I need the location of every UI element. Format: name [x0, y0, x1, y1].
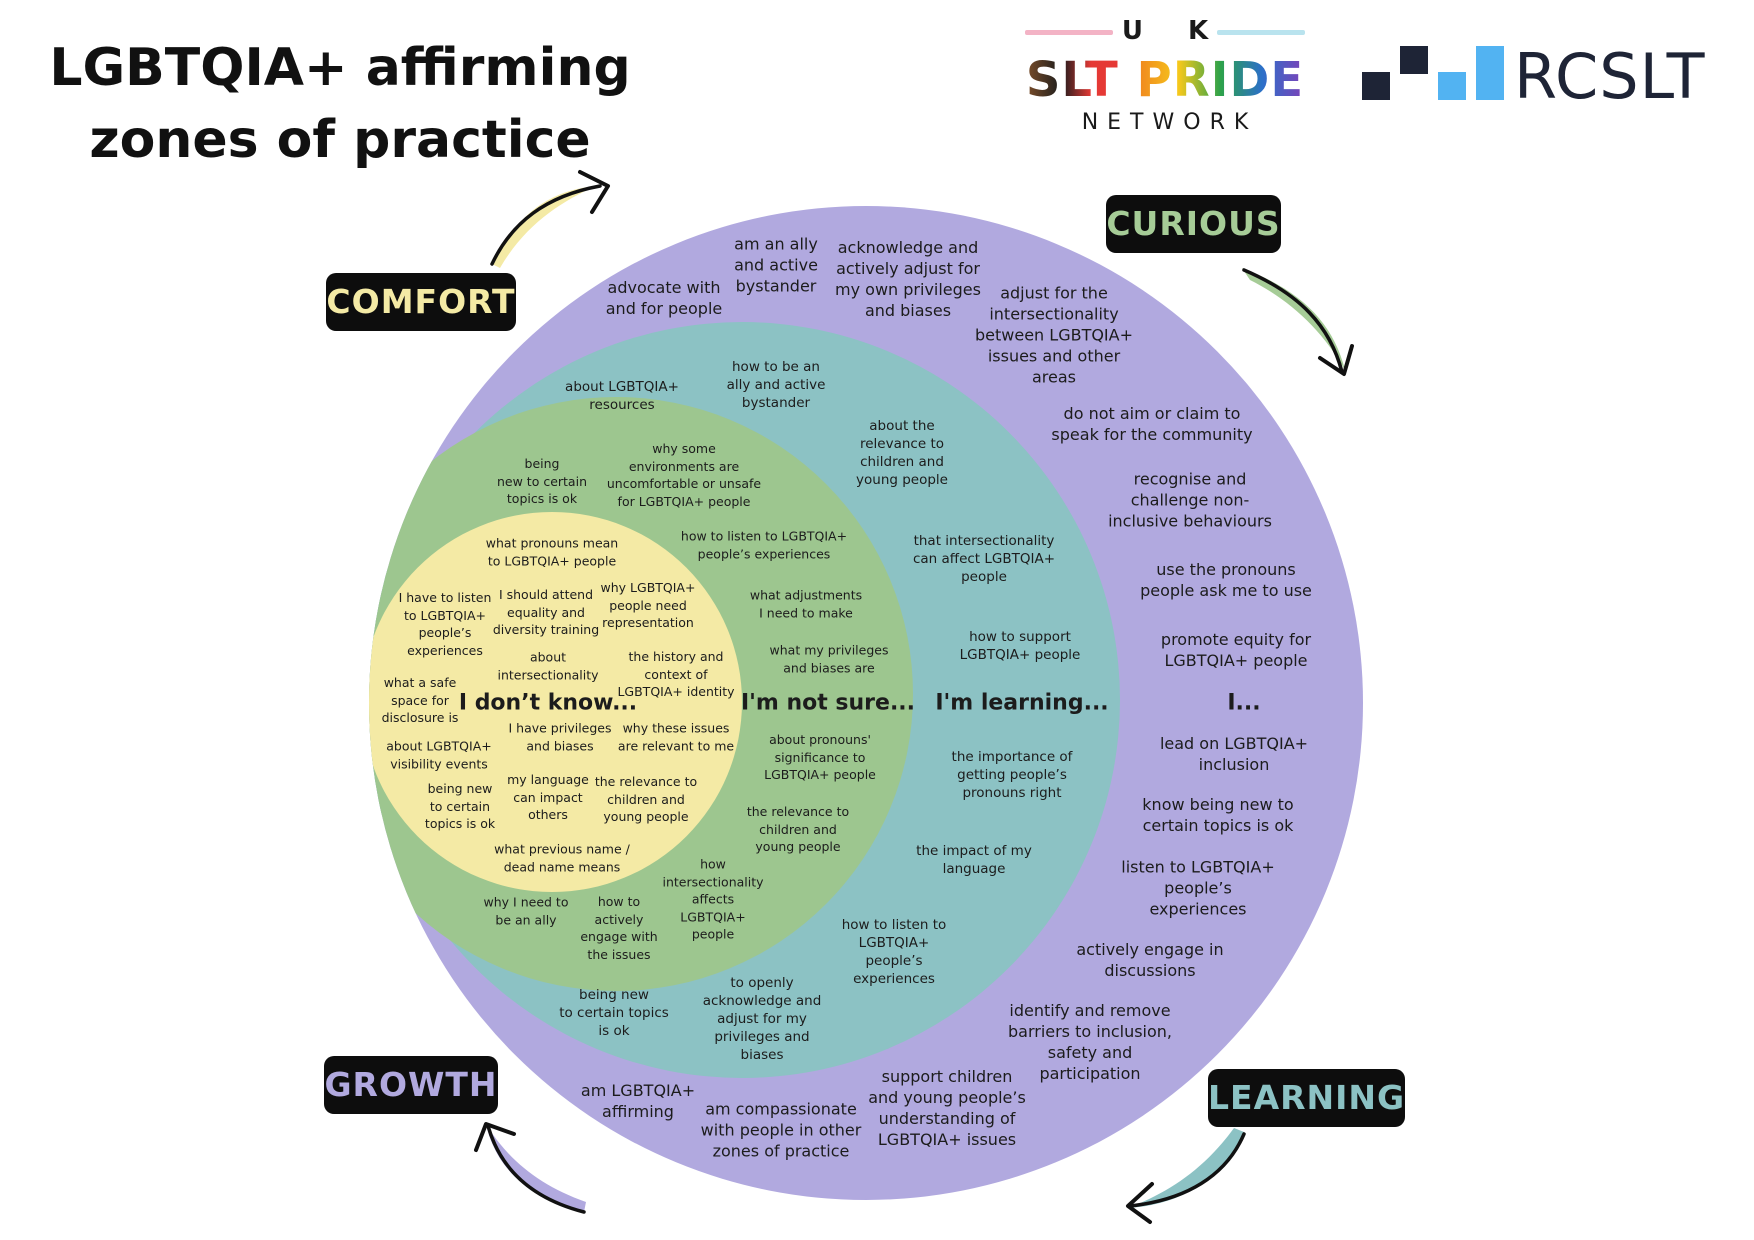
page-title: LGBTQIA+ affirming zones of practice	[40, 32, 640, 176]
growth-statement: am LGBTQIA+affirming	[580, 1081, 696, 1121]
comfort-arrow	[490, 170, 610, 268]
uk-slt-pride-network-logo: U K SLT PRIDE NETWORK	[1025, 14, 1305, 135]
rcslt-logo-square	[1438, 72, 1466, 100]
rcslt-logo-square	[1362, 72, 1390, 100]
logo-pink-bar	[1025, 30, 1113, 35]
rcslt-logo-square	[1400, 46, 1428, 74]
comfort-statement: what previous name /dead name means	[494, 841, 630, 875]
comfort-statement: about LGBTQIA+visibility events	[386, 738, 492, 772]
logo-pride-word: PRIDE	[1136, 52, 1305, 108]
heading-not-sure: I'm not sure...	[740, 690, 916, 716]
title-line-1: LGBTQIA+ affirming	[49, 38, 631, 98]
logo-blue-bar	[1217, 30, 1305, 35]
logo-slt-word: SLT	[1025, 52, 1119, 108]
rcslt-logo-square	[1476, 46, 1504, 74]
comfort-zone-circle	[369, 512, 742, 892]
growth-statement: lead on LGBTQIA+inclusion	[1159, 734, 1309, 774]
logo-network-text: NETWORK	[1081, 110, 1258, 135]
zone-label-comfort: COMFORT	[326, 273, 516, 331]
heading-dont-know: I don’t know...	[458, 690, 638, 716]
rcslt-logo: RCSLT	[1362, 42, 1722, 112]
rcslt-logo-square	[1476, 72, 1504, 100]
heading-i: I...	[1227, 690, 1261, 716]
zone-label-curious: CURIOUS	[1106, 195, 1281, 253]
curious-statement: how to listen to LGBTQIA+people’s experi…	[680, 528, 848, 562]
title-line-2: zones of practice	[89, 110, 591, 170]
learning-statement: about LGBTQIA+resources	[565, 379, 679, 413]
zone-label-learning: LEARNING	[1208, 1069, 1405, 1127]
zone-label-growth: GROWTH	[324, 1056, 498, 1114]
curious-arrow	[1242, 268, 1354, 376]
learning-arrow	[1126, 1128, 1246, 1224]
growth-arrow	[474, 1122, 586, 1214]
rcslt-logo-text: RCSLT	[1514, 40, 1706, 113]
heading-learning: I'm learning...	[935, 690, 1109, 716]
logo-uk-text: U K	[1121, 16, 1227, 46]
logo-slt-pride-text: SLT PRIDE	[1025, 52, 1305, 108]
